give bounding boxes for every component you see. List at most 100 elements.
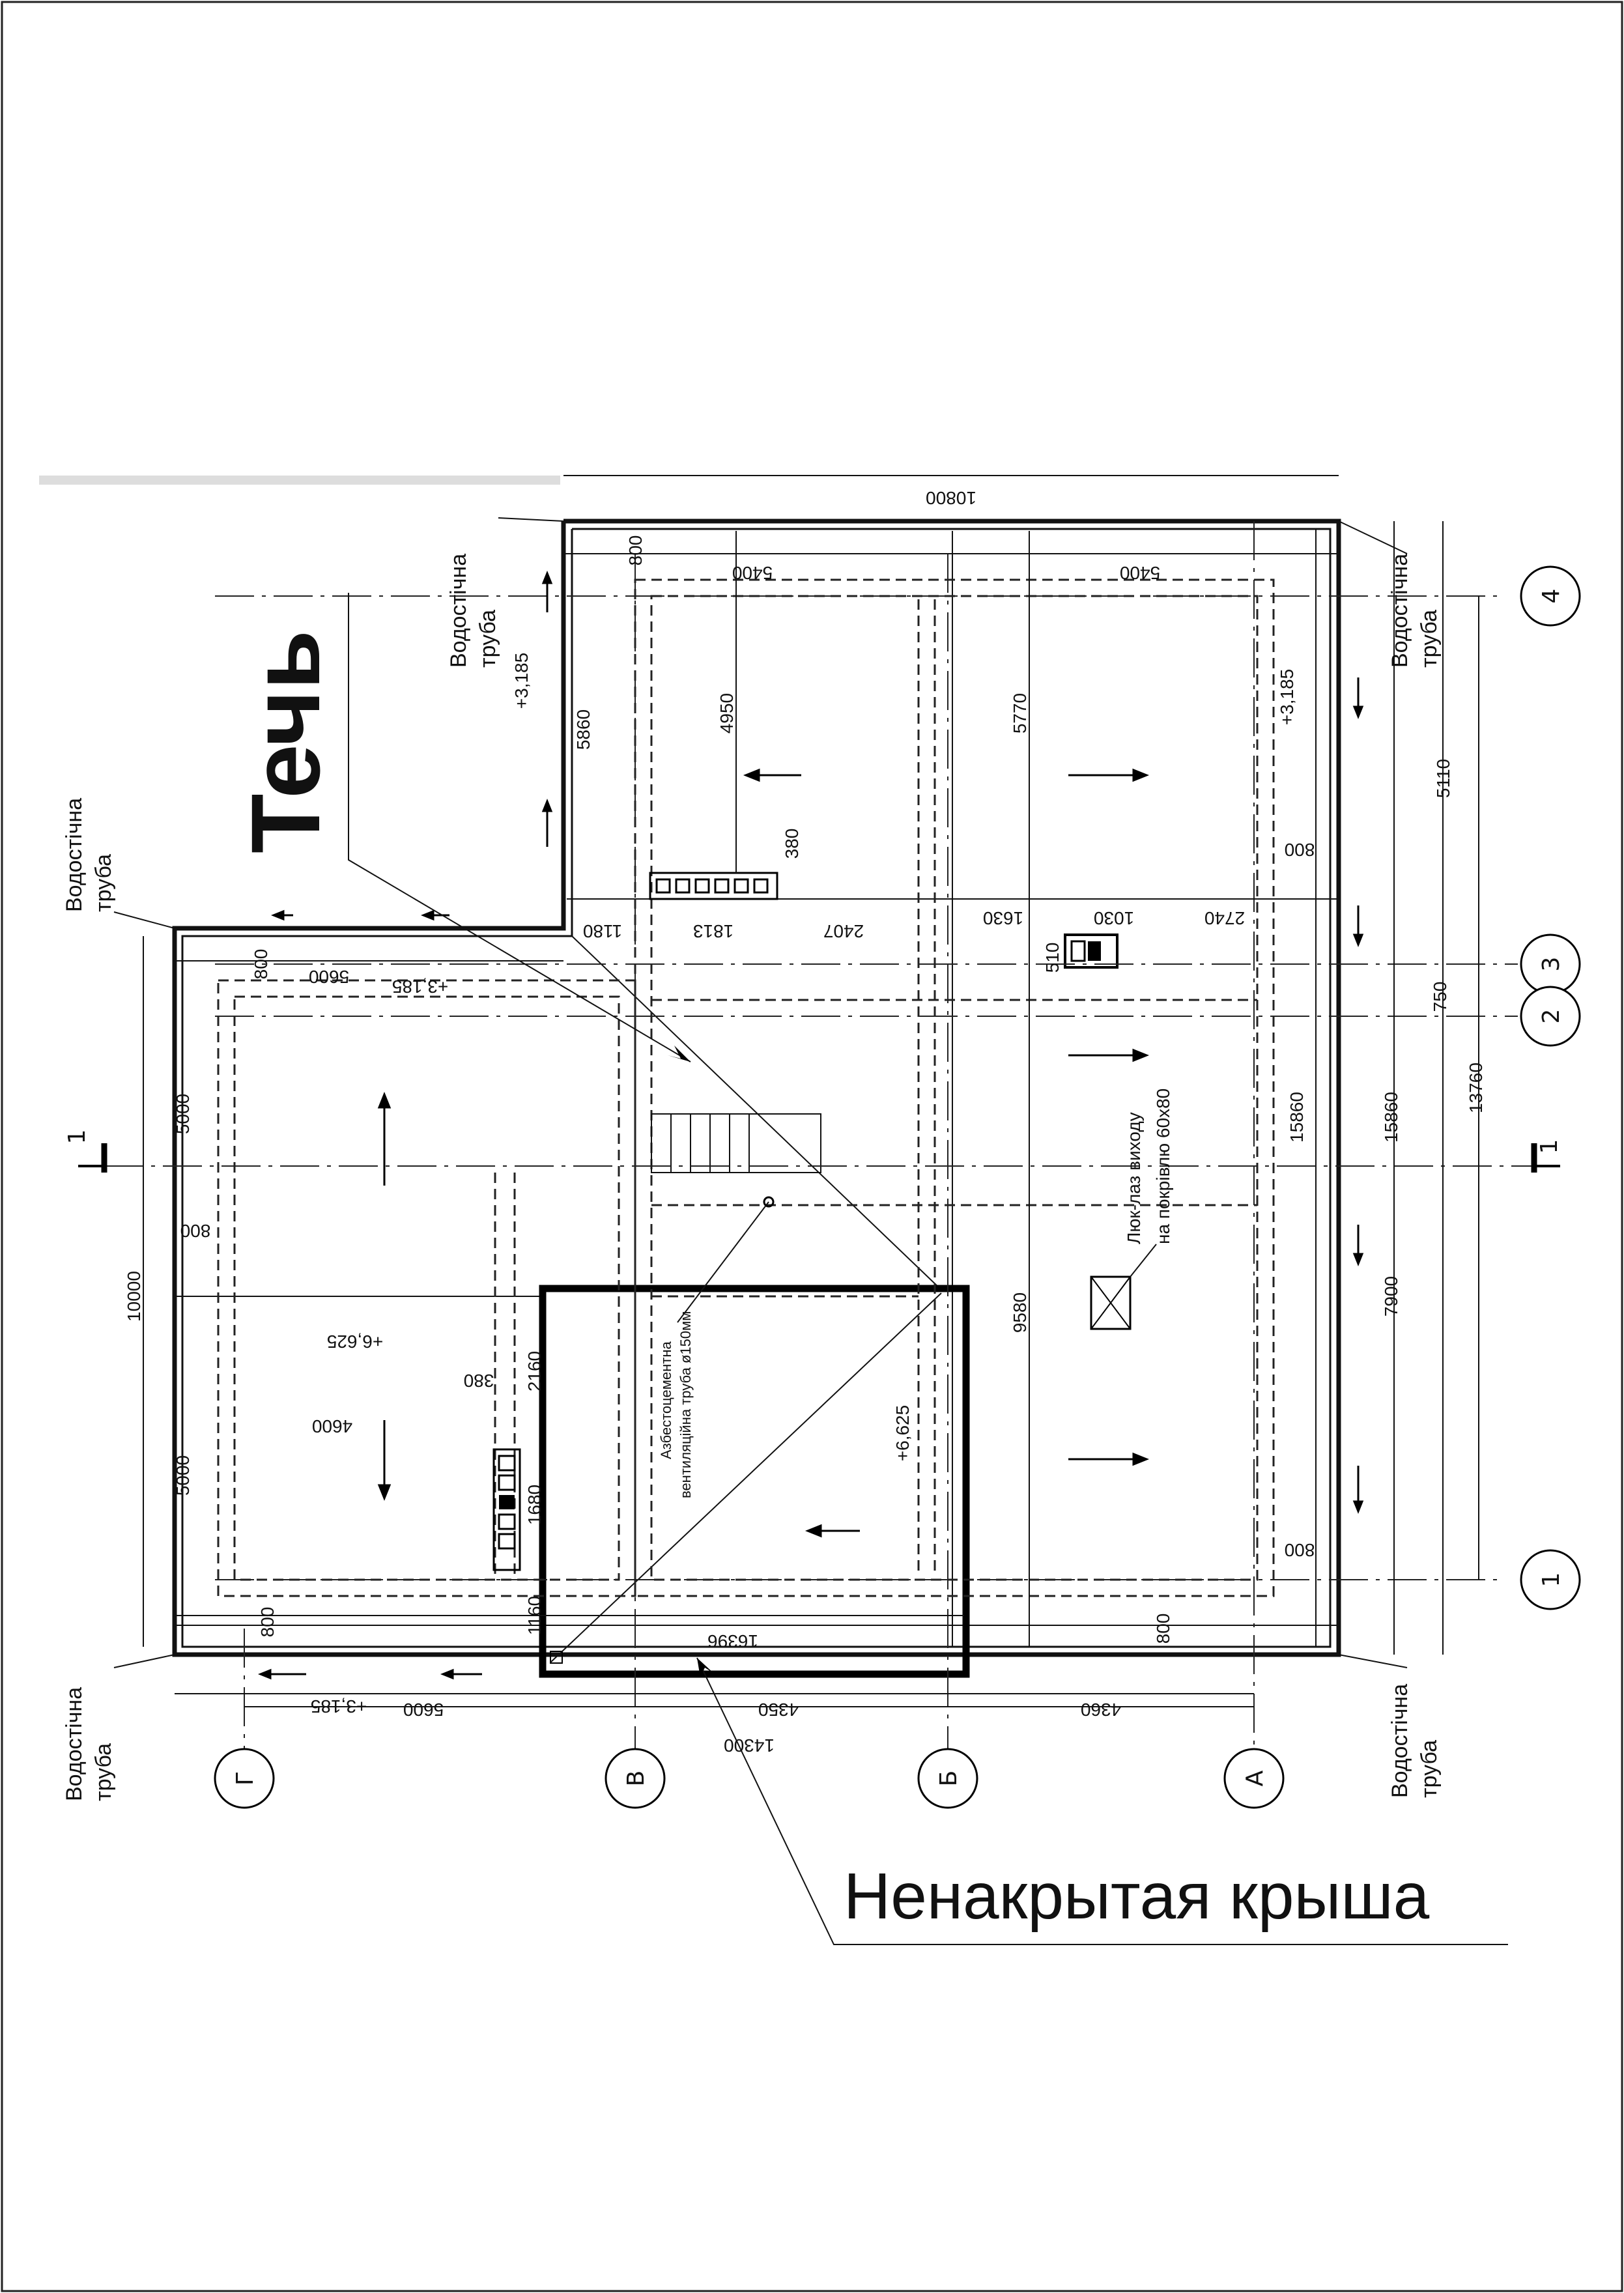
axis-bubble-A: А: [1223, 1748, 1285, 1809]
axis-label-2: 2: [1538, 1009, 1565, 1024]
section-marker-right: 1: [1531, 1139, 1563, 1173]
dim-800-b: 800: [1153, 1614, 1173, 1644]
elevation-low-top: +3,185: [511, 653, 532, 709]
hidden-walls: [217, 578, 1275, 1597]
axis-bubble-2: 2: [1520, 986, 1581, 1047]
axis-bubble-G: Г: [214, 1748, 275, 1809]
uncovered-roof-leader: [696, 1657, 1508, 1945]
dim-top-5400-a: 5400: [732, 563, 773, 583]
downpipe-label-top-left: Водостічна труба: [62, 798, 175, 929]
downpipe-bottom-right-line1: Водостічна: [1388, 1684, 1412, 1798]
downpipe-bottom-right-line2: труба: [1417, 1740, 1442, 1798]
dim-4950: 4950: [717, 693, 737, 733]
roof-hatch-icon: [1090, 1275, 1132, 1330]
leak-callout: Течь: [231, 630, 340, 853]
dim-13760: 13760: [1466, 1062, 1486, 1113]
dim-10000: 10000: [124, 1271, 144, 1322]
axis-label-V: В: [623, 1771, 649, 1787]
scan-noise: [39, 476, 560, 485]
axis-bubble-4: 4: [1520, 565, 1581, 627]
hatch-leader: [1130, 1244, 1157, 1277]
dim-14300: 14300: [724, 1735, 775, 1756]
dim-800-r2: 800: [1285, 1540, 1315, 1560]
dim-750: 750: [1430, 982, 1450, 1012]
dim-15860-a: 15860: [1287, 1092, 1307, 1143]
dim-top-5400-b: 5400: [1120, 563, 1160, 583]
downpipe-top-right-line2: труба: [1417, 610, 1442, 668]
dim-1680: 1680: [524, 1485, 545, 1525]
flow-arrows: [257, 570, 1364, 1680]
dim-800-l3: 800: [257, 1607, 278, 1638]
axis-label-G: Г: [232, 1771, 259, 1786]
dim-4360: 4360: [1081, 1700, 1121, 1720]
elevation-low-left: +3,185: [392, 976, 448, 997]
axis-bubble-3: 3: [1520, 933, 1581, 995]
dim-800-r1: 800: [1285, 840, 1315, 860]
dim-5110: 5110: [1433, 759, 1453, 798]
downpipe-bottom-left-line2: труба: [91, 1743, 116, 1801]
downpipe-label-bottom-right: Водостічна труба: [1338, 1654, 1442, 1798]
axis-bubble-V: В: [605, 1748, 666, 1809]
dim-5000-a: 5000: [173, 1094, 193, 1134]
vent-block-right: [1064, 933, 1118, 969]
axis-label-4: 4: [1538, 589, 1565, 604]
dim-5770: 5770: [1010, 693, 1030, 733]
dim-800-top: 800: [625, 535, 646, 566]
dim-2407: 2407: [823, 921, 864, 941]
uncovered-roof-callout: Ненакрытая крыша: [844, 1860, 1430, 1933]
dim-380-b: 380: [464, 1371, 494, 1391]
dim-9580: 9580: [1010, 1292, 1030, 1333]
vent-block-left: [492, 1448, 521, 1571]
downpipe-top-mid-line1: Водостічна: [446, 554, 471, 668]
dim-1630: 1630: [983, 908, 1023, 928]
dim-2160: 2160: [524, 1351, 545, 1391]
axis-label-1: 1: [1538, 1573, 1565, 1588]
downpipe-label-top-mid: Водостічна труба: [446, 517, 564, 668]
elevation-low-right: +3,185: [1277, 669, 1297, 725]
vent-note-line2: вентиляційна труба ø150мм: [677, 1311, 694, 1498]
dimension-lines: [143, 475, 1479, 1707]
axis-label-3: 3: [1538, 957, 1565, 972]
dim-4600: 4600: [312, 1416, 352, 1436]
elevation-high-square: +6,625: [892, 1405, 913, 1461]
downpipe-label-top-right: Водостічна труба: [1338, 520, 1442, 668]
vent-note-line1: Азбестоцементна: [658, 1341, 674, 1459]
dim-4350: 4350: [758, 1700, 799, 1720]
vent-block-top: [649, 872, 778, 900]
dim-5600-top: 5600: [309, 967, 349, 987]
elevation-low-bottom: +3,185: [311, 1696, 367, 1716]
dim-800-l2: 800: [180, 1221, 211, 1241]
dim-top-total: 10800: [926, 488, 976, 508]
dim-510: 510: [1042, 943, 1062, 973]
section-label-right: 1: [1536, 1139, 1563, 1154]
downpipe-label-bottom-left: Водостічна труба: [62, 1654, 175, 1801]
dim-15860-b: 15860: [1381, 1092, 1401, 1143]
dim-380-a: 380: [782, 829, 802, 859]
dim-5860: 5860: [573, 709, 593, 750]
downpipe-bottom-left-line1: Водостічна: [62, 1687, 87, 1801]
dim-5000-b: 5000: [173, 1455, 193, 1496]
axis-bubble-1: 1: [1520, 1549, 1581, 1610]
building-outline: [172, 519, 1341, 1657]
section-label-left: 1: [64, 1130, 91, 1145]
dim-800-l1: 800: [251, 949, 271, 980]
uncovered-roof-arrowhead: [697, 1658, 713, 1677]
dim-16396: 16396: [707, 1631, 758, 1651]
stair-symbol: [651, 1113, 821, 1173]
downpipe-top-right-line1: Водостічна: [1388, 554, 1412, 668]
leak-leader: [348, 593, 691, 1062]
dim-2740: 2740: [1204, 908, 1245, 928]
dim-1180: 1180: [583, 921, 622, 941]
dim-5600-bottom: 5600: [403, 1700, 444, 1720]
grid-axes: [104, 521, 1550, 1759]
leak-arrowhead: [668, 1046, 691, 1062]
axis-bubble-B: Б: [917, 1748, 978, 1809]
hatch-note-line1: Люк-лаз виходу: [1124, 1112, 1144, 1244]
downpipe-top-mid-line2: труба: [476, 610, 500, 668]
section-marker-left: 1: [64, 1130, 107, 1173]
dim-1030: 1030: [1094, 908, 1134, 928]
uncovered-roof-area: [539, 1285, 970, 1678]
dim-1160: 1160: [524, 1596, 545, 1635]
